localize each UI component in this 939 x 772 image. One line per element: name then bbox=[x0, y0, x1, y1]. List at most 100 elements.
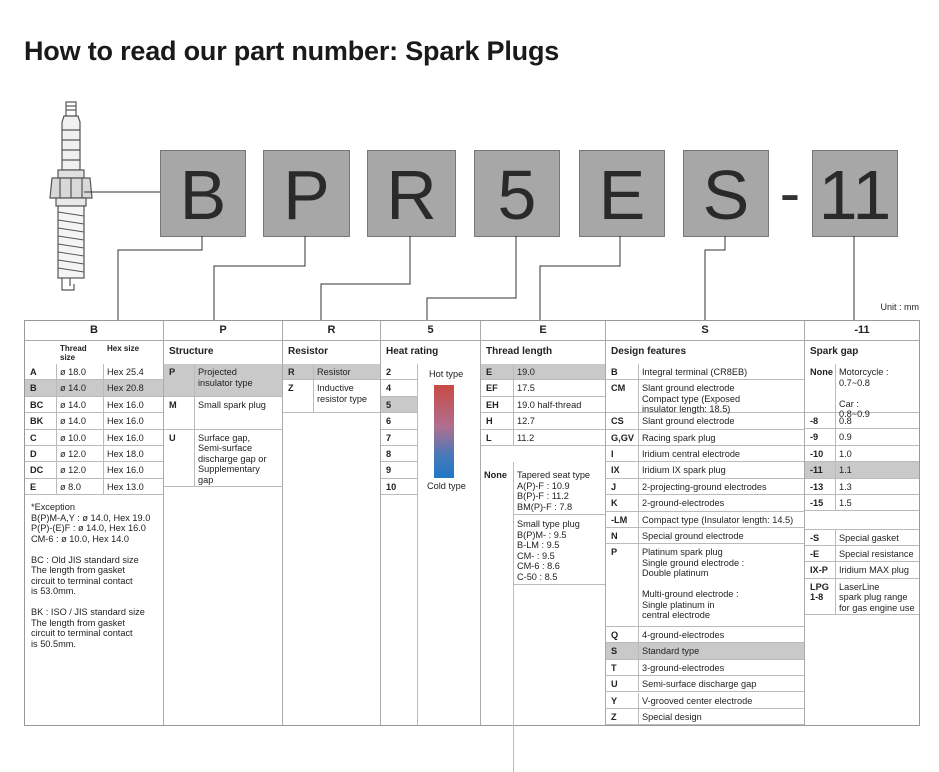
row-description: 11.2 bbox=[517, 432, 535, 443]
hex-value: Hex 16.0 bbox=[107, 432, 144, 443]
row-description: 0.9 bbox=[839, 432, 852, 443]
text-line: The length from gasket bbox=[31, 565, 125, 575]
col-header-r: R bbox=[283, 321, 380, 341]
row-code: P bbox=[169, 367, 176, 377]
thread-value: ø 12.0 bbox=[60, 465, 87, 476]
text-line: 1.1 bbox=[839, 465, 852, 476]
text-line: 2-ground-electrodes bbox=[642, 498, 725, 509]
text-line: Slant ground electrode bbox=[642, 416, 735, 427]
subheader-thread-length: Thread length bbox=[486, 346, 553, 357]
row-description: 0.8 bbox=[839, 416, 852, 427]
table-row: R Resistor bbox=[283, 364, 380, 381]
page-title: How to read our part number: Spark Plugs bbox=[24, 36, 560, 66]
col-header-p: P bbox=[164, 321, 282, 341]
text-line: resistor type bbox=[317, 393, 368, 404]
hex-value: Hex 16.0 bbox=[107, 416, 144, 427]
row-code: P bbox=[611, 547, 618, 558]
row-code: E bbox=[30, 481, 37, 492]
text-line: Resistor bbox=[317, 367, 351, 377]
text-line bbox=[31, 544, 150, 555]
col-header-5: 5 bbox=[381, 321, 480, 341]
heat-value: 2 bbox=[386, 367, 392, 377]
row-code: DC bbox=[30, 465, 44, 476]
row-code: CM bbox=[611, 383, 626, 394]
text-line: B(P)-F : 11.2 bbox=[517, 491, 569, 502]
text-line: Platinum spark plug bbox=[642, 547, 723, 558]
row-description: Slant ground electrode bbox=[642, 416, 734, 427]
text-line: B(P)M-A,Y : ø 14.0, Hex 19.0 bbox=[31, 512, 151, 523]
row-description: Compact type (Insulator length: 14.5) bbox=[642, 515, 793, 526]
row-code: IX bbox=[611, 465, 620, 476]
thread-value: ø 14.0 bbox=[60, 416, 87, 427]
text-line: B(P)M- : 9.5 bbox=[517, 529, 567, 540]
text-line: V-grooved center electrode bbox=[642, 695, 753, 706]
row-description: 1.1 bbox=[839, 465, 852, 476]
row-code: Z bbox=[611, 711, 617, 722]
code-letter-e: E bbox=[579, 150, 665, 237]
row-code: -S bbox=[810, 533, 820, 544]
row-description: Special gasket bbox=[839, 533, 899, 544]
row-code: R bbox=[288, 367, 295, 377]
subheader-structure: Structure bbox=[169, 346, 214, 357]
row-code: H bbox=[486, 416, 493, 427]
thread-value: ø 14.0 bbox=[60, 383, 87, 394]
row-code: -LM bbox=[611, 514, 628, 525]
row-description: 2-ground-electrodes bbox=[642, 498, 724, 509]
row-code: D bbox=[30, 449, 37, 459]
code-letter-p: P bbox=[263, 150, 350, 237]
heat-value: 9 bbox=[386, 465, 392, 476]
table-row: -8 0.8 bbox=[805, 413, 919, 430]
row-code: A bbox=[30, 367, 37, 377]
row-code: Q bbox=[611, 629, 619, 640]
heat-row: 2 bbox=[381, 364, 418, 381]
text-line: Iridium central electrode bbox=[642, 449, 741, 459]
subheader-spark-gap: Spark gap bbox=[810, 346, 859, 357]
text-line: gap bbox=[198, 474, 214, 485]
code-letter-gap: 11 bbox=[812, 150, 898, 237]
row-description: Special resistance bbox=[839, 549, 914, 560]
text-line: LaserLine bbox=[839, 581, 880, 592]
row-description: V-grooved center electrode bbox=[642, 696, 752, 707]
subheader-thread-size: Thread size bbox=[60, 344, 87, 362]
row-code: EH bbox=[486, 399, 499, 410]
row-code: U bbox=[611, 679, 618, 690]
row-code: B bbox=[30, 383, 37, 394]
text-line: discharge gap or bbox=[198, 453, 267, 464]
row-code: -8 bbox=[810, 416, 819, 426]
code-letter-r: R bbox=[367, 150, 456, 237]
text-line: Inductive bbox=[317, 383, 354, 394]
text-line: 1.3 bbox=[839, 481, 852, 492]
text-line: Special ground electrode bbox=[642, 531, 744, 541]
text-line: Double platinum bbox=[642, 568, 709, 579]
col-header-gap: -11 bbox=[805, 321, 919, 341]
row-code: IX-P bbox=[810, 565, 828, 576]
text-line: BM(P)-F : 7.8 bbox=[517, 501, 573, 512]
text-line bbox=[642, 579, 744, 590]
row-description: Integral terminal (CR8EB) bbox=[642, 367, 747, 378]
text-line: Supplementary bbox=[198, 464, 260, 475]
text-line: P(P)-(E)F : ø 14.0, Hex 16.0 bbox=[31, 523, 146, 533]
row-code: S bbox=[611, 646, 618, 657]
row-code: -11 bbox=[810, 465, 823, 476]
row-code: C bbox=[30, 432, 37, 443]
text-line: C-50 : 8.5 bbox=[517, 571, 558, 582]
table-row: -11 1.1 bbox=[805, 462, 919, 479]
